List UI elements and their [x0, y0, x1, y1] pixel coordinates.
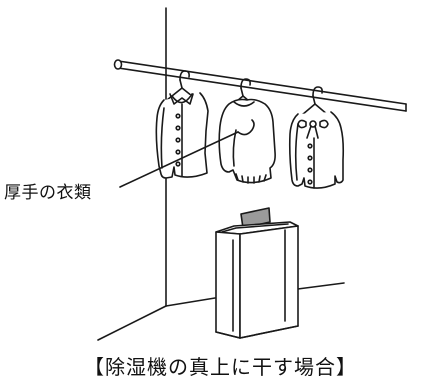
callout-leader — [119, 131, 239, 188]
sweater-icon — [218, 78, 276, 184]
figure-caption: 【除湿機の真上に干す場合】 — [84, 355, 357, 379]
callout-label: 厚手の衣類 — [4, 183, 92, 203]
hanging-rod — [113, 59, 407, 112]
blouse-icon — [288, 86, 345, 189]
shirt-icon — [155, 70, 209, 179]
dehumidifier-icon — [215, 207, 299, 339]
